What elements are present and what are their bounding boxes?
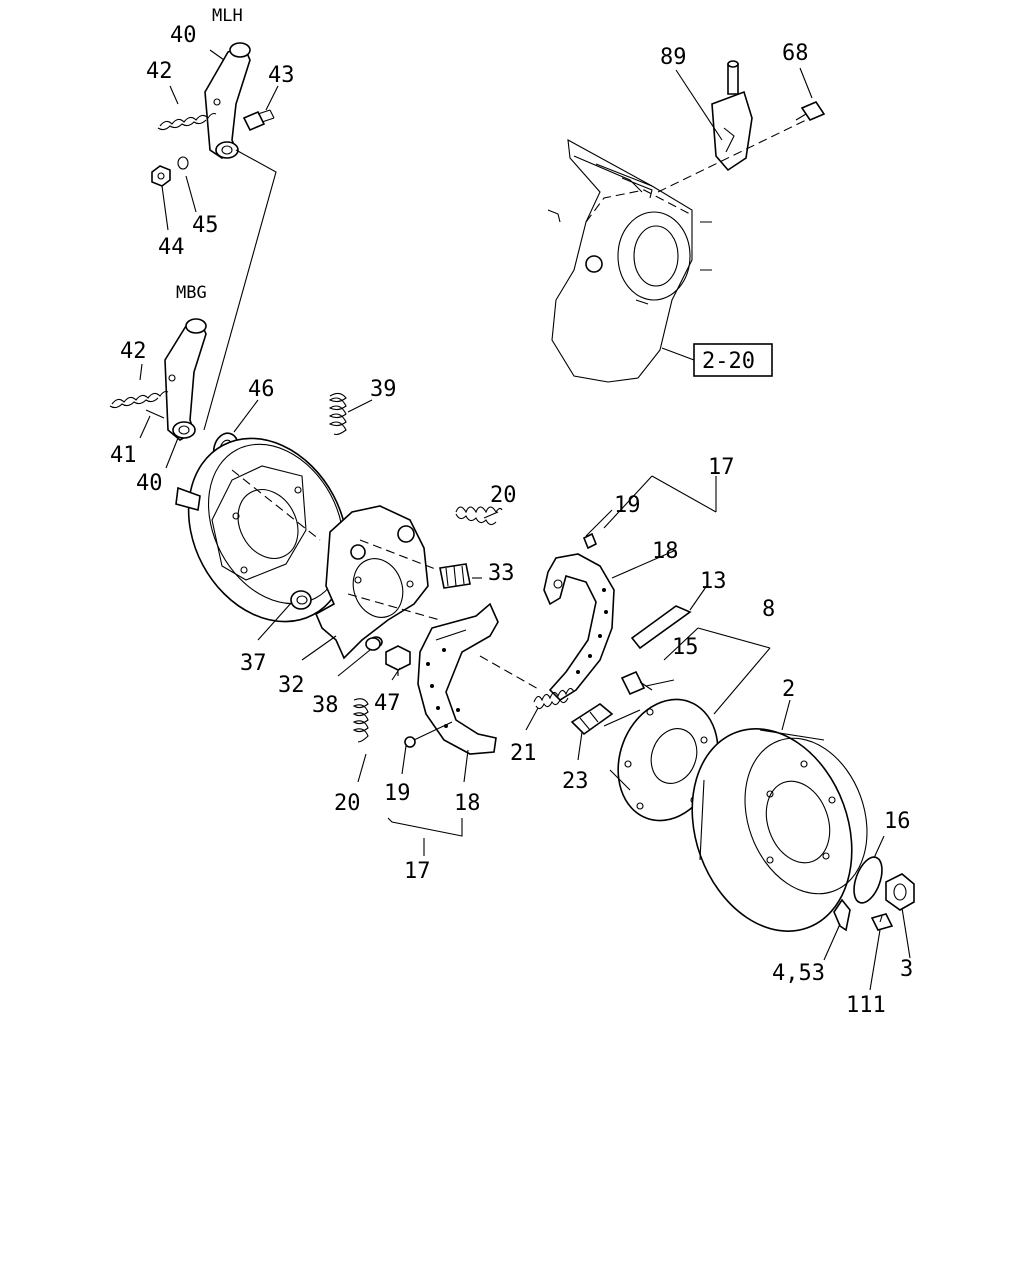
engine-housing [547,139,712,383]
label-2-20: 2-20 [702,349,755,374]
label-17-lower: 17 [404,859,431,884]
anchor-plate-32 [314,505,441,660]
label-13: 13 [700,569,727,594]
spring-20-upper [455,506,503,526]
clip-4-53 [833,898,851,932]
nut-3 [885,873,915,911]
bolt-43 [242,109,275,132]
label-15: 15 [672,635,699,660]
bolt-68 [795,101,826,121]
spring-42-lower [109,390,169,409]
bracket-89 [711,60,753,172]
label-20-upper: 20 [490,483,517,508]
spring-20-lower [352,698,369,743]
spring-21 [479,655,575,710]
pin-41 [145,409,165,419]
label-mbg: MBG [176,283,207,303]
label-68: 68 [782,41,809,66]
spring-39 [328,392,347,436]
label-37: 37 [240,651,267,676]
label-44: 44 [158,235,185,260]
washer-45 [177,156,189,170]
mlh-lever-assembly [204,42,251,159]
label-32: 32 [278,673,305,698]
bolt-111 [870,913,894,931]
label-40-upper: 40 [170,23,197,48]
label-41: 41 [110,443,137,468]
label-39: 39 [370,377,397,402]
label-46: 46 [248,377,275,402]
label-42-lower: 42 [120,339,147,364]
reference-leader [661,347,695,361]
mbg-lever-assembly [164,318,207,441]
label-18-upper: 18 [652,539,679,564]
label-20-lower: 20 [334,791,361,816]
label-mlh: MLH [212,6,243,26]
label-33: 33 [488,561,515,586]
oring-16 [853,856,883,904]
label-38: 38 [312,693,339,718]
label-19-lower: 19 [384,781,411,806]
label-18-lower: 18 [454,791,481,816]
label-43: 43 [268,63,295,88]
hub-8 [603,698,719,822]
nut-44 [151,165,171,187]
part-labels: MLH 40 42 43 44 45 MBG 42 41 40 46 39 89… [110,6,913,1018]
label-45: 45 [192,213,219,238]
label-89: 89 [660,45,687,70]
label-23: 23 [562,769,589,794]
bolt-15 [620,670,653,696]
stud-23 [570,703,614,736]
label-19-upper: 19 [614,493,641,518]
label-40-lower: 40 [136,471,163,496]
label-17-upper: 17 [708,455,735,480]
washer-38 [365,637,381,651]
label-47: 47 [374,691,401,716]
bushing-37 [290,590,312,610]
adjuster-13 [630,605,692,650]
brake-drum-2 [691,728,868,932]
reference-box [693,343,773,377]
label-111: 111 [846,993,886,1018]
label-2: 2 [782,677,795,702]
label-16: 16 [884,809,911,834]
label-8: 8 [762,597,775,622]
pin-33 [439,563,471,589]
spring-42-upper [157,112,217,131]
brake-shoe-left [404,602,499,755]
brake-shoe-right [543,532,615,702]
label-21: 21 [510,741,537,766]
leader-lines [139,49,911,991]
label-3: 3 [900,957,913,982]
backing-plate [175,437,349,623]
label-4-53: 4,53 [772,961,825,986]
label-42-upper: 42 [146,59,173,84]
